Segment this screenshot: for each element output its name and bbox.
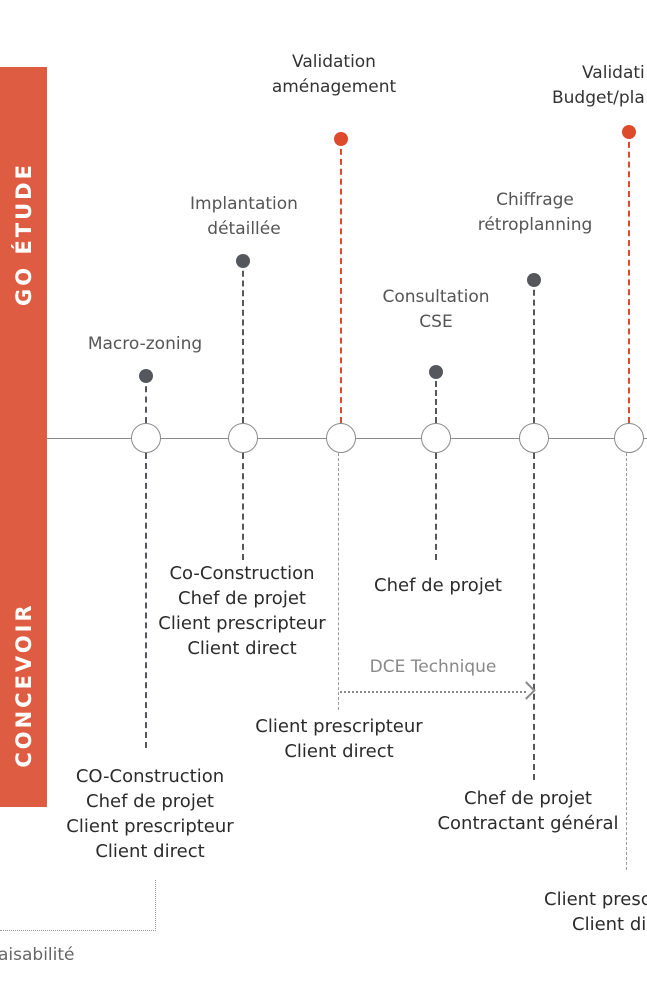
dot-macro-zoning [139,369,153,383]
label-validation-budget: Validati Budget/pla [552,63,645,108]
stem-validation-amenagement [339,139,342,423]
actors-col1: CO-Construction Chef de projet Client pr… [66,766,234,862]
node-validation-budget [614,423,644,453]
dce-arrow-line [340,691,526,693]
node-macro-zoning [131,423,161,453]
actors-col5: Chef de projet Contractant général [437,788,619,834]
node-consultation [421,423,451,453]
dce-technique-label: DCE Technique [369,657,497,677]
dot-validation-amenagement [334,132,348,146]
actors-col3: Client prescripteur Client direct [255,716,423,762]
stem-validation-budget [627,132,630,423]
dot-implantation [236,254,250,268]
faisabilite-bracket [0,880,156,931]
stem-macro-zoning [144,376,147,423]
go-etude-band: GO ÉTUDE [0,67,47,438]
node-validation-amenagement [326,423,356,453]
label-consultation: Consultation CSE [382,287,490,332]
stem-chiffrage [532,280,535,423]
lower-stem-3 [337,453,339,710]
stem-consultation [434,372,437,423]
faisabilite-label: aisabilité [0,945,75,965]
lower-stem-2 [241,453,244,560]
actors-col2: Co-Construction Chef de projet Client pr… [158,563,326,659]
concevoir-label: CONCEVOIR [11,602,36,768]
lower-stem-4 [434,453,437,560]
go-etude-label: GO ÉTUDE [11,162,36,306]
label-validation-amenagement: Validation aménagement [271,52,397,97]
node-implantation [228,423,258,453]
dot-chiffrage [527,273,541,287]
dot-validation-budget [622,125,636,139]
actors-col6: Client presc Client di [544,889,647,935]
concevoir-band: CONCEVOIR [0,438,47,807]
label-chiffrage: Chiffrage rétroplanning [477,190,593,235]
lower-stem-5 [532,453,535,780]
lower-stem-6 [625,453,627,870]
lower-stem-1 [144,453,147,748]
node-chiffrage [519,423,549,453]
dot-consultation [429,365,443,379]
actors-col4: Chef de projet [374,575,502,596]
label-implantation: Implantation détaillée [190,194,298,239]
stem-implantation [241,261,244,423]
label-macro-zoning: Macro-zoning [87,334,203,354]
